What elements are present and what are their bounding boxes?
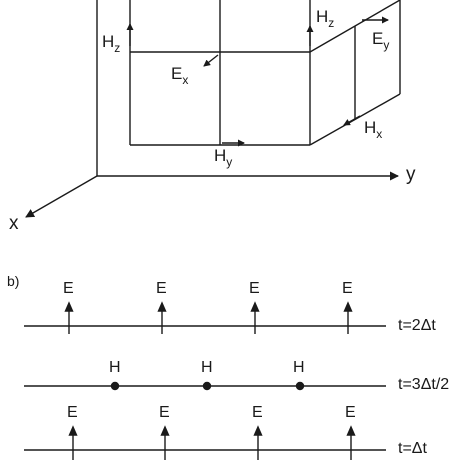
e-sample-arrowhead — [346, 425, 356, 436]
hx-arrow — [343, 115, 361, 126]
h-sample-label: H — [109, 359, 121, 376]
e-sample-label: E — [159, 404, 170, 421]
label-hy: Hy — [214, 146, 233, 169]
axis-label-y: y — [406, 164, 416, 185]
e-sample-arrowhead — [157, 301, 167, 312]
e-sample-arrowhead — [253, 425, 263, 436]
e-sample-arrowhead — [343, 301, 353, 312]
x-axis-arrow — [25, 175, 98, 218]
label-ey: Ey — [372, 29, 390, 52]
e-sample-label: E — [156, 280, 167, 297]
h-sample-dot — [295, 381, 305, 391]
e-sample-label: E — [67, 404, 78, 421]
e-sample-arrowhead — [68, 425, 78, 436]
label-hz-right: Hz — [316, 7, 335, 30]
time-label-3dt2: t=3Δt/2 — [398, 376, 450, 393]
h-sample-label: H — [201, 359, 213, 376]
e-sample-label: E — [345, 404, 356, 421]
e-sample-label: E — [63, 280, 74, 297]
label-hz-left: Hz — [102, 32, 121, 55]
time-label-dt: t=Δt — [398, 440, 427, 457]
axis-label-x: x — [9, 213, 19, 234]
e-sample-arrowhead — [160, 425, 170, 436]
e-sample-label: E — [252, 404, 263, 421]
e-sample-label: E — [249, 280, 260, 297]
e-sample-arrowhead — [64, 301, 74, 312]
e-sample-label: E — [342, 280, 353, 297]
time-label-2dt: t=2Δt — [398, 317, 436, 334]
e-sample-arrowhead — [250, 301, 260, 312]
label-ex: Ex — [171, 64, 189, 87]
h-sample-dot — [202, 381, 212, 391]
label-hx: Hx — [364, 118, 383, 141]
panel-b-label: b) — [7, 273, 20, 289]
h-sample-label: H — [293, 359, 305, 376]
ex-arrow — [203, 54, 219, 67]
h-sample-dot — [110, 381, 120, 391]
